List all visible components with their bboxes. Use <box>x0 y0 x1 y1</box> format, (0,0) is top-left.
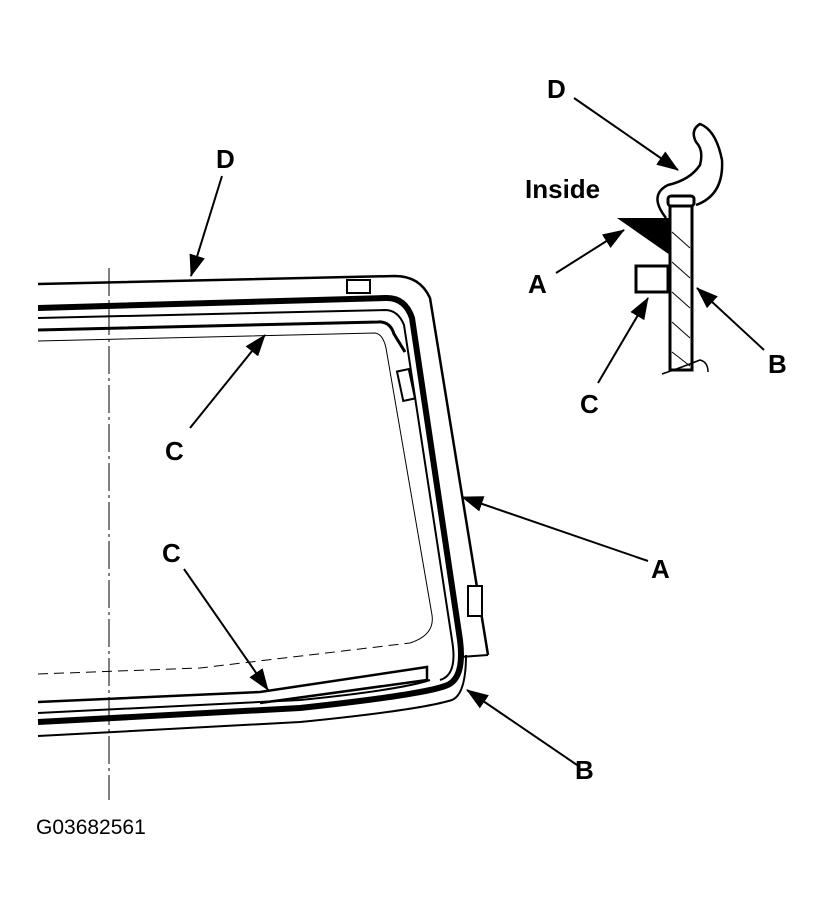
label-inside: Inside <box>525 174 600 204</box>
label-d-main: D <box>216 144 235 174</box>
glass-section <box>668 198 694 372</box>
label-a-main: A <box>651 554 670 584</box>
glass-inner-outline <box>37 332 433 644</box>
label-c-lower: C <box>162 538 181 568</box>
body-flange <box>661 359 709 375</box>
windshield-main-view: D C C A B <box>37 144 670 800</box>
leader-d-section <box>573 97 679 171</box>
molding-bottom-outer <box>37 654 467 737</box>
molding-section-view: Inside D A B C <box>525 74 787 419</box>
clip-side-2 <box>467 585 483 617</box>
leader-b-section <box>696 287 765 351</box>
dam-lower <box>37 665 429 705</box>
leader-c-lower <box>183 568 269 691</box>
glass-dashed-lower <box>37 642 411 675</box>
molding-outer-return <box>459 654 489 658</box>
glass-edge-line <box>37 308 455 681</box>
clip-side-1 <box>395 367 417 403</box>
label-b-section: B <box>768 349 787 379</box>
leader-c-upper <box>189 334 266 429</box>
clip-top <box>346 279 371 294</box>
figure-code: G03682561 <box>36 816 146 839</box>
leader-a-main <box>461 496 649 562</box>
leader-d-main <box>189 175 223 277</box>
label-c-section: C <box>580 389 599 419</box>
adhesive-section <box>617 218 670 255</box>
label-a-section: A <box>528 269 547 299</box>
molding-bottom-line <box>37 679 431 714</box>
molding-outer-edge <box>37 274 490 656</box>
molding-lip <box>656 122 724 219</box>
dam-upper <box>37 320 407 353</box>
molding-cap <box>666 194 696 208</box>
adhesive-bead <box>37 294 464 725</box>
leader-a-section <box>555 229 625 274</box>
label-b-main: B <box>575 755 594 785</box>
glass-hatching <box>671 231 691 367</box>
dam-section <box>634 264 670 294</box>
leader-b-main <box>466 689 581 768</box>
label-d-section: D <box>547 74 566 104</box>
label-c-upper: C <box>165 436 184 466</box>
leader-c-section <box>597 297 649 384</box>
